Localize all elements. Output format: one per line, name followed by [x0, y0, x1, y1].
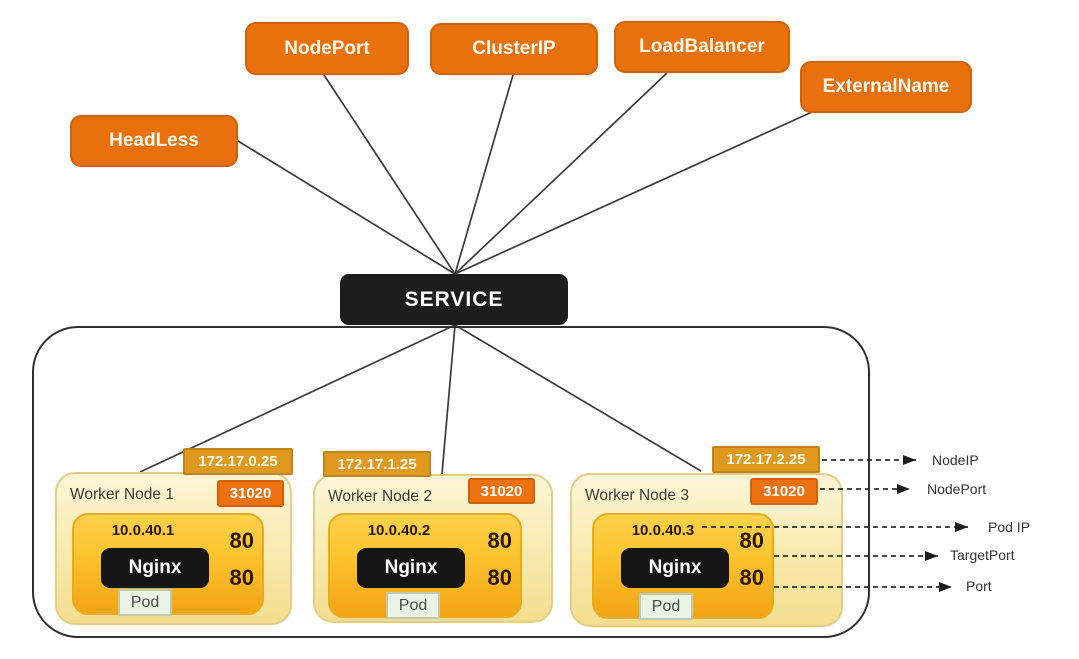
worker-node-2-target-port: 80 — [487, 528, 512, 553]
worker-node-2-pod-ip: 10.0.40.2 — [367, 522, 431, 539]
worker-node-3-port: 80 — [739, 565, 764, 590]
annotation-port: Port — [966, 578, 992, 594]
line-clusterip-to-service — [454, 74, 514, 275]
worker-node-3-target-port: 80 — [739, 528, 764, 553]
line-headless-to-service — [237, 140, 456, 275]
worker-node-2: Worker Node 2 31020 10.0.40.2 80 80 Ngin… — [313, 474, 553, 623]
service-type-headless: HeadLess — [70, 115, 238, 167]
worker-node-3-nginx-container: Nginx — [621, 548, 729, 588]
line-loadbalancer-to-service — [454, 72, 668, 275]
annotation-podip: Pod IP — [988, 519, 1031, 535]
line-externalname-to-service — [454, 111, 813, 275]
worker-node-1-pod-ip: 10.0.40.1 — [111, 522, 175, 539]
cluster-boundary — [32, 326, 870, 638]
service-type-clusterip: ClusterIP — [430, 23, 598, 75]
worker-node-1-name: Worker Node 1 — [70, 486, 174, 503]
annotation-nodeport: NodePort — [927, 481, 987, 497]
service-type-loadbalancer: LoadBalancer — [614, 21, 790, 73]
worker-node-3-nodeport-badge: 31020 — [750, 478, 818, 505]
worker-node-2-nodeport-badge: 31020 — [468, 478, 535, 504]
service-type-externalname: ExternalName — [800, 61, 972, 113]
worker-node-1-nodeport-badge: 31020 — [217, 480, 284, 507]
service-type-nodeport: NodePort — [245, 22, 409, 75]
worker-node-3-nodeip-badge: 172.17.2.25 — [712, 446, 820, 473]
annotation-nodeip: NodeIP — [932, 452, 979, 468]
worker-node-2-nodeip-badge: 172.17.1.25 — [323, 451, 431, 477]
worker-node-3-pod-ip: 10.0.40.3 — [631, 522, 695, 539]
worker-node-1-port: 80 — [229, 565, 254, 590]
worker-node-3-pod-tab: Pod — [639, 593, 693, 620]
worker-node-3-pod-box: 10.0.40.3 80 80 Nginx Pod — [592, 513, 774, 620]
worker-node-2-pod-tab: Pod — [386, 592, 440, 619]
service-box: SERVICE — [340, 274, 568, 325]
worker-node-1-nodeip-badge: 172.17.0.25 — [183, 448, 293, 475]
worker-node-2-pod-box: 10.0.40.2 80 80 Nginx Pod — [328, 513, 522, 619]
worker-node-3-name: Worker Node 3 — [585, 487, 689, 504]
worker-node-1-pod-box: 10.0.40.1 80 80 Nginx Pod — [72, 513, 264, 616]
worker-node-3: Worker Node 3 31020 10.0.40.3 80 80 Ngin… — [570, 473, 843, 627]
worker-node-1-target-port: 80 — [229, 528, 254, 553]
line-nodeport-to-service — [323, 74, 456, 275]
worker-node-2-port: 80 — [487, 565, 512, 590]
annotation-targetport: TargetPort — [950, 547, 1015, 563]
worker-node-2-nginx-container: Nginx — [357, 548, 465, 588]
worker-node-1: Worker Node 1 31020 10.0.40.1 80 80 Ngin… — [55, 472, 292, 625]
worker-node-1-pod-tab: Pod — [118, 589, 172, 616]
worker-node-2-name: Worker Node 2 — [328, 488, 432, 505]
worker-node-1-nginx-container: Nginx — [101, 548, 209, 588]
